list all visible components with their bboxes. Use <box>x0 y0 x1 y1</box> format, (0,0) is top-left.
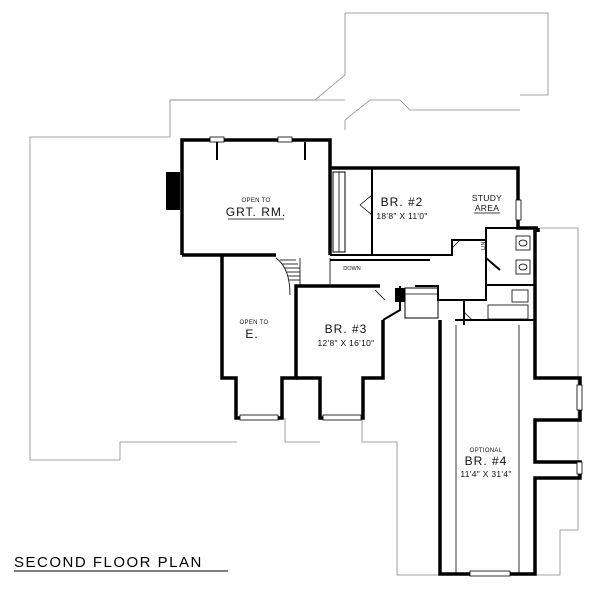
bath-fixtures <box>487 235 531 320</box>
br4-name: BR. #4 <box>465 454 508 468</box>
br4-small: OPTIONAL <box>470 448 503 454</box>
room-labels: OPEN TO GRT. RM. BR. #2 18'8" X 11'0" ST… <box>226 193 512 479</box>
br3-name: BR. #3 <box>325 322 368 336</box>
lin-label: LIN. <box>481 239 487 250</box>
study-line1: STUDY <box>472 193 502 203</box>
interior-walls <box>330 168 535 325</box>
plan-title: SECOND FLOOR PLAN <box>14 554 203 571</box>
br3-dims: 12'8" X 16'10" <box>318 338 375 348</box>
open-to-grt-small: OPEN TO <box>242 198 271 204</box>
fireplace <box>166 172 180 210</box>
br2-dims: 18'8" X 11'0" <box>376 211 427 221</box>
first-floor-outline <box>29 12 579 576</box>
stair <box>275 257 331 296</box>
open-to-e-small: OPEN TO <box>240 320 269 326</box>
closets <box>332 171 439 319</box>
open-to-e-name: E. <box>245 327 258 341</box>
study-line2: AREA <box>475 203 499 213</box>
windows <box>209 136 583 577</box>
br2-name: BR. #2 <box>381 195 424 209</box>
doors <box>359 194 473 321</box>
open-to-grt-name: GRT. RM. <box>226 205 286 219</box>
down-label: DOWN <box>343 266 360 272</box>
br4-dims: 11'4" X 31'4" <box>460 469 511 479</box>
